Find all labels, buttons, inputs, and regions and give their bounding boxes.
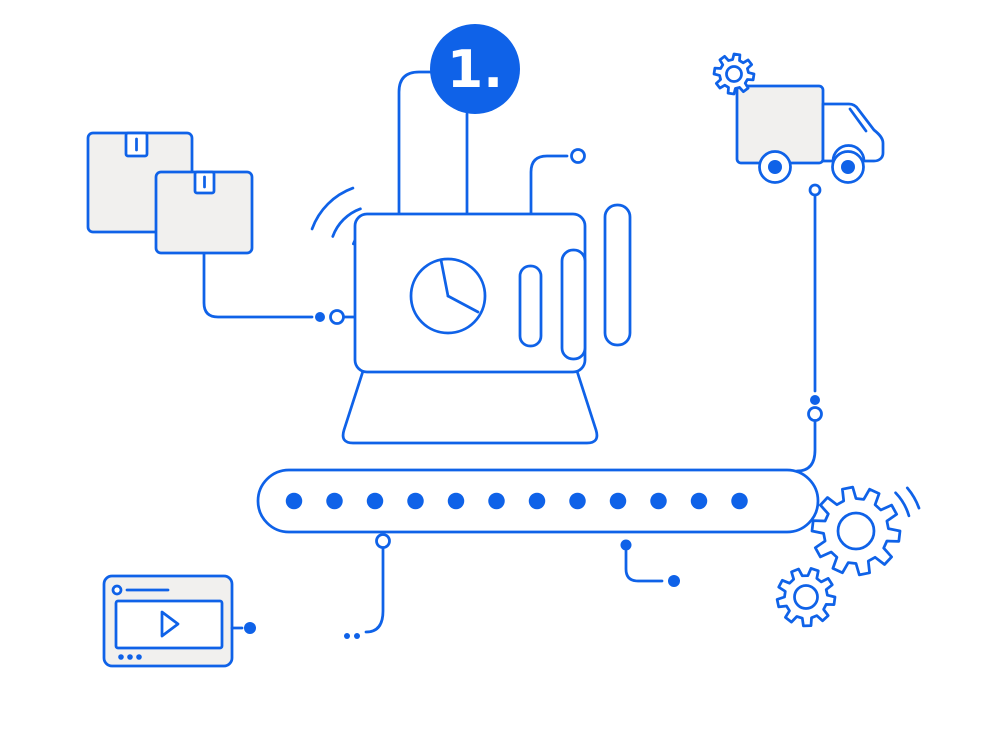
connectors-laptop-top	[397, 70, 586, 217]
connector-boxes-to-laptop	[202, 251, 357, 325]
wire-end-dot	[244, 622, 256, 634]
motion-arc	[894, 491, 911, 518]
gear-large-hub	[836, 511, 876, 551]
gears-icon	[775, 485, 921, 628]
laptop-machine	[341, 203, 632, 445]
equalizer-bar-3	[603, 203, 632, 347]
equalizer-bar-2	[560, 248, 587, 361]
gear-truck-hub	[725, 65, 743, 83]
wire-start-circle	[375, 533, 391, 549]
wire-node-dot	[810, 395, 820, 405]
wire-trail-dot	[344, 633, 350, 639]
badge-circle	[430, 24, 520, 114]
wire-end-dot	[668, 575, 680, 587]
truck-front-hub	[841, 160, 855, 174]
wire-top-right	[529, 154, 569, 217]
connector-truck-to-conveyor	[795, 183, 823, 473]
laptop-base	[341, 369, 599, 445]
wire-trail-dot	[354, 633, 360, 639]
wire-start-dot	[620, 539, 632, 551]
conveyor-dots	[285, 492, 748, 510]
pie-chart-hand-up	[439, 258, 450, 298]
motion-arc	[905, 486, 921, 510]
footer-dot	[127, 654, 133, 660]
truck-cab	[821, 102, 885, 163]
step-number-badge: 1.	[430, 24, 520, 114]
footer-dot	[136, 654, 142, 660]
badge-label: 1.	[447, 40, 503, 100]
wire-node-circle	[329, 309, 345, 325]
truck-windshield-line	[848, 107, 868, 133]
package-boxes-icon	[86, 131, 254, 255]
wire-terminal-circle	[570, 148, 586, 164]
wire-start-circle	[808, 183, 822, 197]
titlebar-circle	[111, 584, 123, 596]
video-player-icon	[102, 574, 256, 668]
conveyor-belt	[256, 468, 820, 534]
equalizer-bar-1	[518, 264, 543, 348]
gear-small-hub	[793, 584, 819, 610]
connector-conveyor-to-video	[344, 533, 391, 639]
play-icon	[160, 610, 180, 638]
truck-rear-hub	[768, 160, 782, 174]
connector-conveyor-mid	[620, 539, 680, 587]
wire-node-circle	[807, 406, 823, 422]
delivery-truck-icon	[712, 52, 885, 184]
pie-chart-hand-right	[446, 294, 480, 314]
wire-to-badge-left	[397, 70, 433, 217]
footer-dot	[118, 654, 124, 660]
wire-node-dot	[315, 312, 325, 322]
